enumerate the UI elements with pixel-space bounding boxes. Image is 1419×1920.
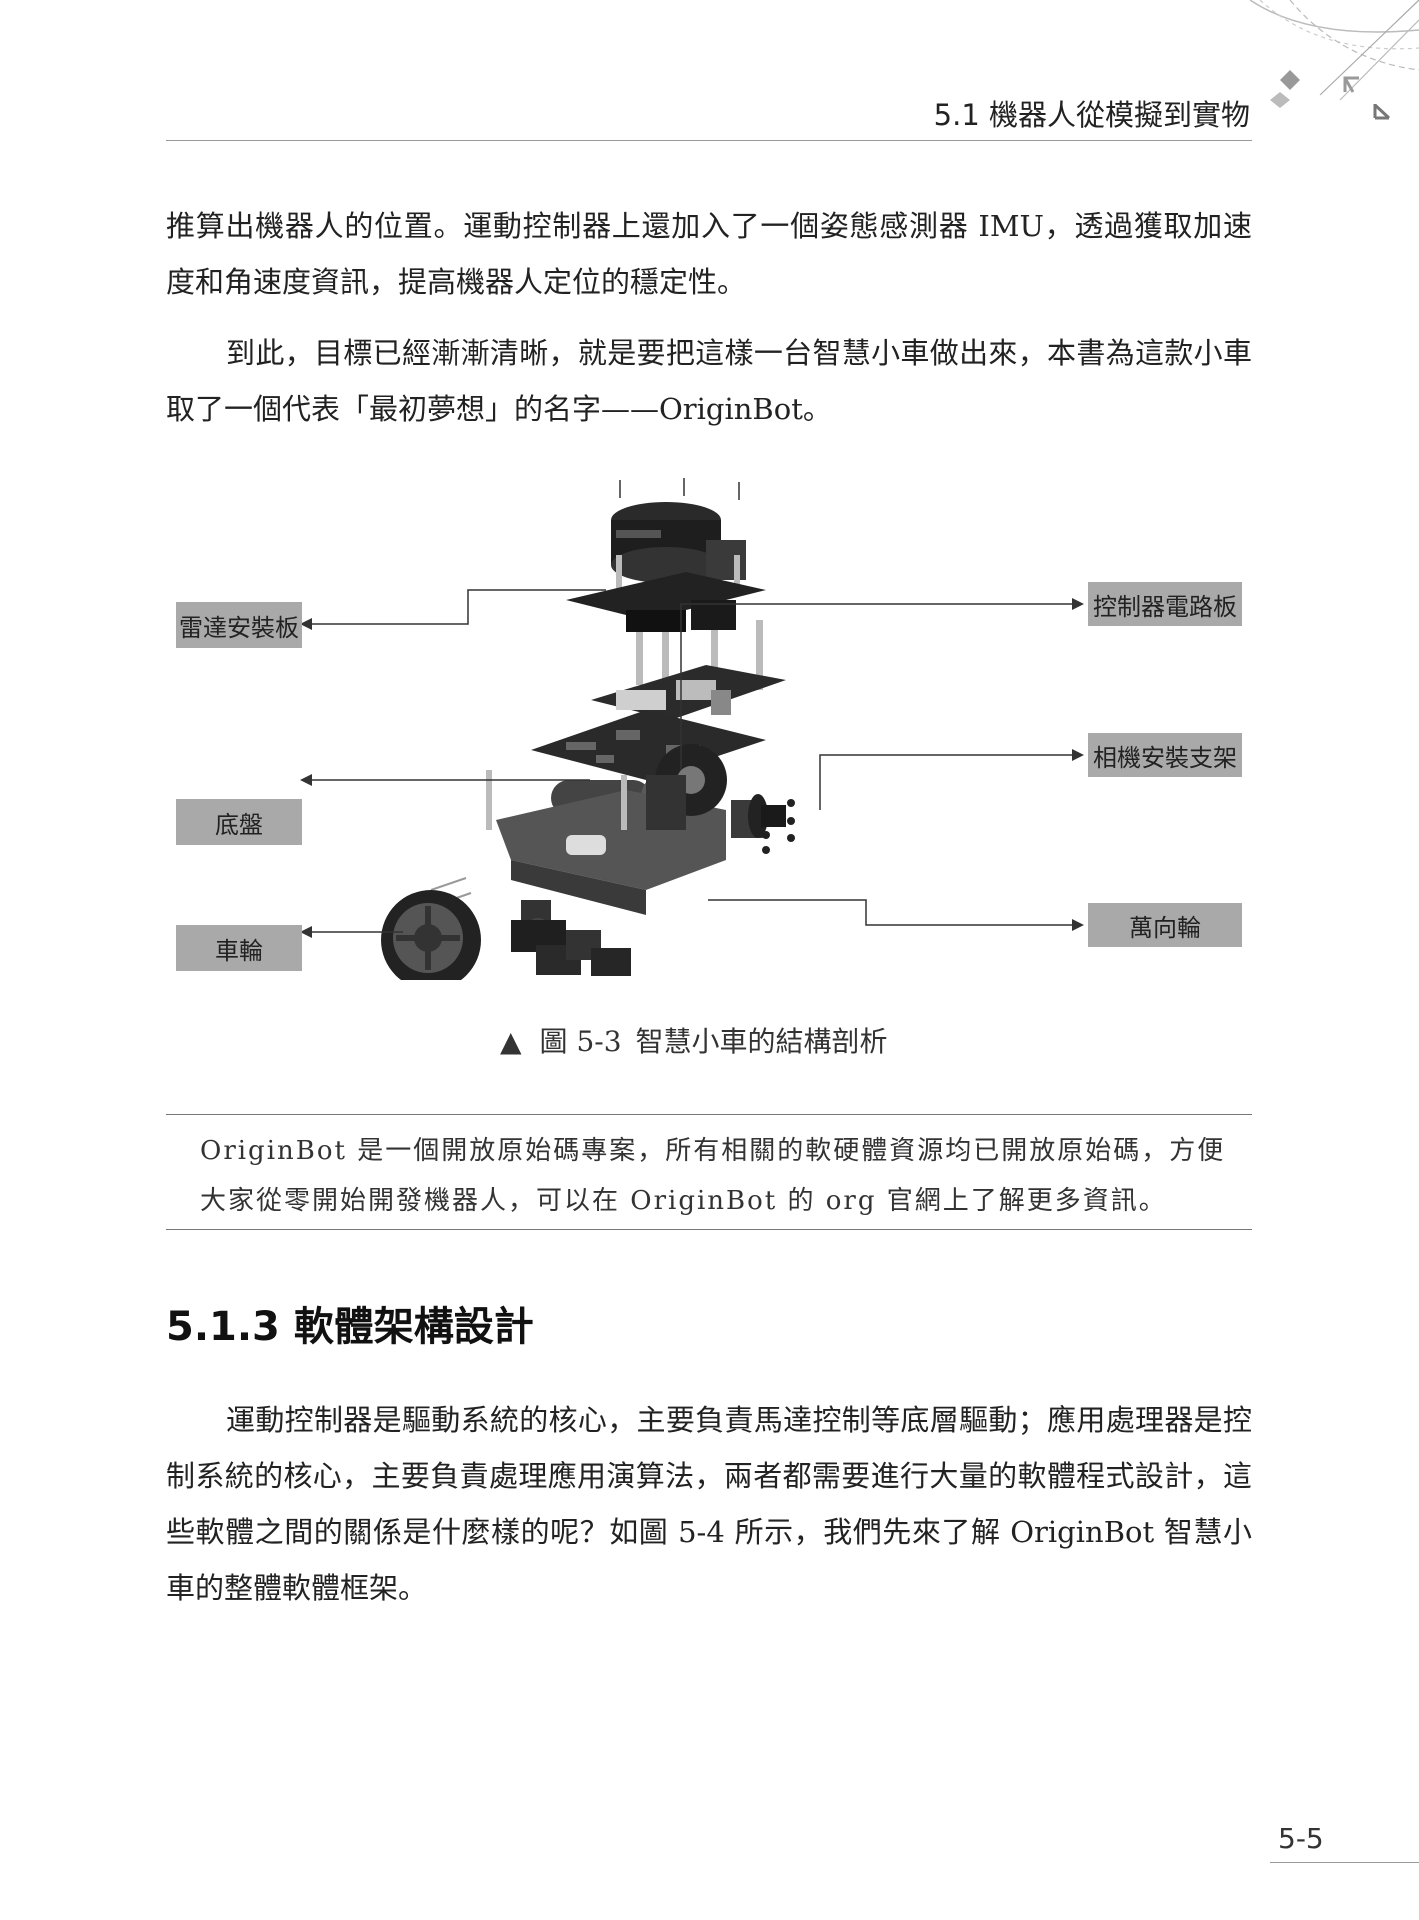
caption-figure-number: 圖 5-3 — [539, 1025, 622, 1058]
lidar-part — [611, 502, 746, 583]
running-header-title: 5.1 機器人從模擬到實物 — [933, 98, 1250, 132]
label-wheel: 車輪 — [176, 925, 302, 971]
label-camera-mount: 相機安裝支架 — [1088, 733, 1242, 777]
page-number: 5-5 — [1278, 1822, 1324, 1855]
caption-triangle-icon: ▲ — [500, 1025, 522, 1058]
body-paragraph-1: 推算出機器人的位置。運動控制器上還加入了一個姿態感測器 IMU，透過獲取加速度和… — [166, 209, 1252, 299]
footer-divider — [1270, 1862, 1419, 1863]
figure-caption: ▲ 圖 5-3 智慧小車的結構剖析 — [500, 1020, 888, 1060]
label-chassis: 底盤 — [176, 799, 302, 845]
section-heading: 5.1.3 軟體架構設計 — [166, 1304, 534, 1350]
corner-decoration-icon — [1250, 0, 1419, 120]
motor-part — [511, 920, 631, 976]
note-bottom-rule — [166, 1229, 1252, 1230]
body-paragraph-3: 運動控制器是驅動系統的核心，主要負責馬達控制等底層驅動；應用處理器是控制系統的核… — [166, 1403, 1252, 1605]
body-paragraph-2: 到此，目標已經漸漸清晰，就是要把這樣一台智慧小車做出來，本書為這款小車取了一個代… — [166, 336, 1252, 426]
robot-exploded-figure: 雷達安裝板 底盤 車輪 控制器電路板 相機安裝支架 萬向輪 — [166, 460, 1252, 980]
header-divider — [166, 140, 1252, 141]
camera-mount-part — [646, 744, 786, 838]
robot-exploded-illustration — [300, 478, 1084, 980]
label-radar-mount: 雷達安裝板 — [176, 602, 302, 648]
label-controller-board: 控制器電路板 — [1088, 582, 1242, 626]
note-top-rule — [166, 1114, 1252, 1115]
caption-text: 智慧小車的結構剖析 — [635, 1025, 888, 1058]
label-caster: 萬向輪 — [1088, 903, 1242, 947]
wheel-part — [381, 890, 481, 980]
note-text: OriginBot 是一個開放原始碼專案，所有相關的軟硬體資源均已開放原始碼，方… — [200, 1136, 1226, 1216]
